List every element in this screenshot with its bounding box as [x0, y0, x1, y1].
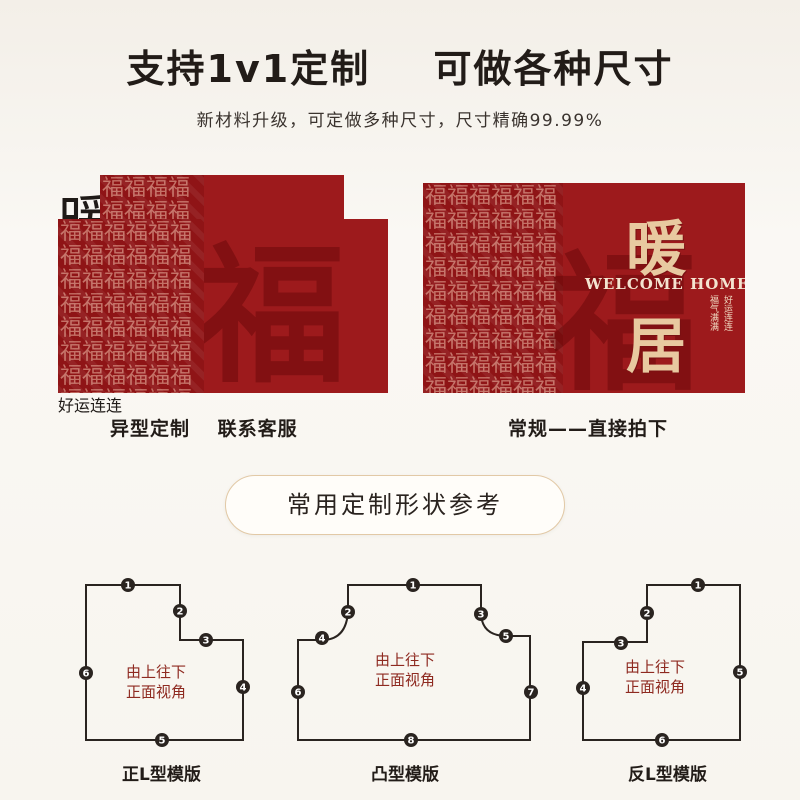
- page-title: 支持1v1定制 可做各种尺寸: [0, 38, 800, 93]
- marker-6: 6: [655, 733, 669, 747]
- rug-pattern: 福福福福福福福福福福福福福福福福福福福福福福福福福福福福福福福福福福福福福福福福…: [100, 175, 210, 221]
- marker-2: 2: [640, 606, 654, 620]
- custom-rug-right: 福: [204, 175, 344, 393]
- marker-1: 1: [691, 578, 705, 592]
- svg-text:7: 7: [528, 688, 535, 699]
- svg-text:6: 6: [659, 736, 666, 747]
- marker-6: 6: [79, 666, 93, 680]
- shape-label-convex: 凸型模版: [371, 765, 439, 785]
- svg-text:1: 1: [125, 581, 132, 592]
- regular-rug-image: 福福福福福福福福福福福福福福福福福福福福福福福福福福福福福福福福福福福福福福福福…: [423, 183, 745, 393]
- marker-2: 2: [173, 604, 187, 618]
- title-part-2: 可做各种尺寸: [433, 47, 674, 91]
- rug-small-blessing-1: 福气满满: [708, 295, 718, 331]
- shape-outline-reverse-l: [582, 584, 741, 741]
- marker-5: 5: [499, 629, 513, 643]
- center-line-2: 正面视角: [625, 678, 686, 696]
- shape-center-text: 由上往下 正面视角: [126, 662, 186, 702]
- marker-2: 2: [341, 605, 355, 619]
- center-line-2: 正面视角: [126, 683, 187, 701]
- page-subtitle: 新材料升级，可定做多种尺寸，尺寸精确99.99%: [196, 111, 604, 131]
- section-pill: 常用定制形状参考: [225, 475, 565, 535]
- decor-shadow-char: 福: [204, 228, 344, 393]
- rug-char-warm: 暖: [626, 215, 686, 285]
- svg-text:4: 4: [240, 683, 247, 694]
- shape-center-text: 由上往下 正面视角: [375, 650, 435, 690]
- marker-1: 1: [121, 578, 135, 592]
- caption-regular: 常规——直接拍下: [508, 418, 669, 440]
- marker-5: 5: [155, 733, 169, 747]
- svg-text:2: 2: [644, 609, 651, 620]
- svg-text:5: 5: [159, 736, 166, 747]
- marker-5: 5: [733, 665, 747, 679]
- shape-label-l: 正L型模版: [122, 765, 201, 785]
- marker-7: 7: [524, 685, 538, 699]
- center-line-1: 由上往下: [625, 658, 686, 676]
- svg-text:3: 3: [618, 639, 625, 650]
- title-part-1: 支持1v1定制: [126, 47, 371, 91]
- marker-4: 4: [236, 680, 250, 694]
- decor-shadow-char: 福: [548, 236, 699, 393]
- center-line-2: 正面视角: [375, 671, 436, 689]
- marker-3: 3: [474, 607, 488, 621]
- shape-label-reverse-l: 反L型模版: [628, 765, 707, 785]
- marker-1: 1: [406, 578, 420, 592]
- svg-text:6: 6: [295, 688, 302, 699]
- svg-text:8: 8: [408, 736, 415, 747]
- rug-pattern: 福福福福福福福福福福福福福福福福福福福福福福福福福福福福福福福福福福福福福福福福…: [423, 183, 563, 393]
- shape-outline-l: [85, 584, 244, 741]
- svg-text:6: 6: [83, 669, 90, 680]
- rug-pattern: 福福福福福福福福福福福福福福福福福福福福福福福福福福福福福福福福福福福福福福福福…: [58, 219, 210, 393]
- svg-text:2: 2: [177, 607, 184, 618]
- shape-center-text: 由上往下 正面视角: [625, 657, 685, 697]
- marker-3: 3: [199, 633, 213, 647]
- custom-rug-image: 福福福福福福福福福福福福福福福福福福福福福福福福福福福福福福福福福福福福福福福福…: [58, 175, 388, 415]
- center-line-1: 由上往下: [126, 663, 187, 681]
- svg-text:1: 1: [410, 581, 417, 592]
- svg-text:3: 3: [203, 636, 210, 647]
- center-line-1: 由上往下: [375, 651, 436, 669]
- marker-8: 8: [404, 733, 418, 747]
- marker-4: 4: [576, 681, 590, 695]
- svg-text:1: 1: [695, 581, 702, 592]
- svg-text:5: 5: [503, 632, 510, 643]
- marker-3: 3: [614, 636, 628, 650]
- svg-text:3: 3: [478, 610, 485, 621]
- rug-small-blessing-2: 好运连连: [722, 295, 732, 331]
- marker-6: 6: [291, 685, 305, 699]
- svg-text:2: 2: [345, 608, 352, 619]
- svg-text:4: 4: [580, 684, 587, 695]
- rug-welcome: WELCOME HOME: [585, 275, 745, 293]
- svg-text:5: 5: [737, 668, 744, 679]
- svg-text:4: 4: [319, 634, 326, 645]
- rug-small-blessing-2: 好运连连: [58, 396, 123, 415]
- rug-char-home: 居: [626, 312, 686, 382]
- caption-custom: 异型定制 联系客服: [110, 418, 298, 440]
- marker-4: 4: [315, 631, 329, 645]
